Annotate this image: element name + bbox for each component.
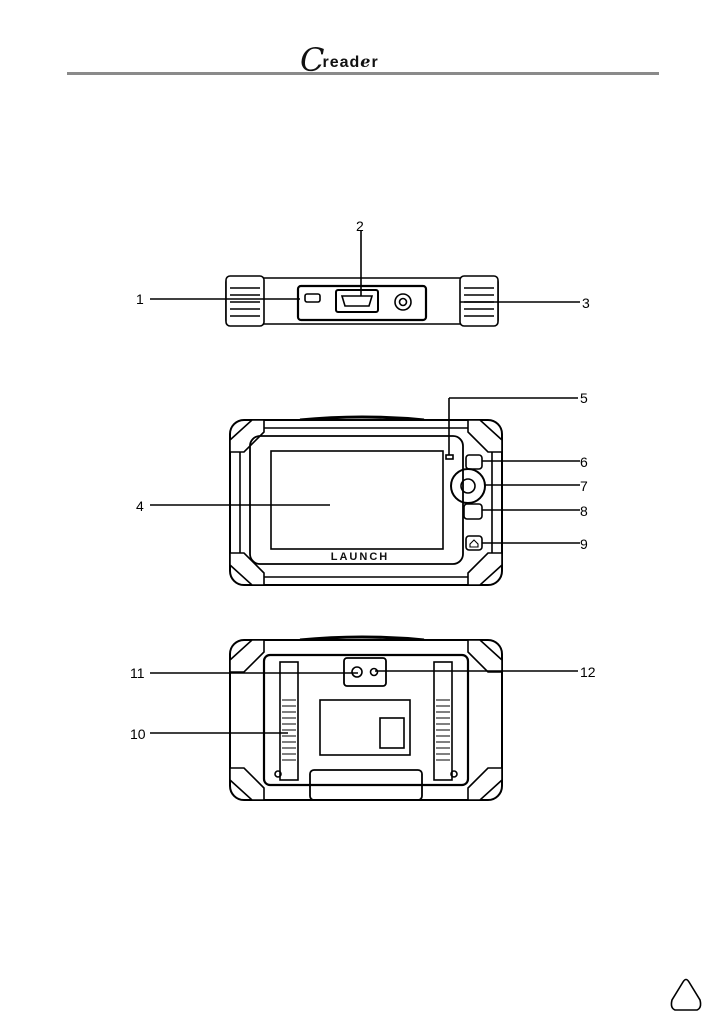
callout-9: 9: [580, 536, 588, 552]
screen-brand-logo: LAUNCH: [300, 551, 420, 563]
callout-4: 4: [136, 498, 144, 514]
callout-10: 10: [130, 726, 146, 742]
callout-5: 5: [580, 390, 588, 406]
callout-8: 8: [580, 503, 588, 519]
callout-12: 12: [580, 664, 596, 680]
top-view: [226, 276, 498, 326]
callout-6: 6: [580, 454, 588, 470]
top-right-bumper: [460, 276, 498, 326]
callout-11: 11: [130, 665, 145, 681]
callout-7: 7: [580, 478, 588, 494]
top-left-bumper: [226, 276, 264, 326]
callout-3: 3: [582, 295, 590, 311]
callout-2: 2: [356, 218, 364, 234]
page-number-badge: [671, 980, 700, 1011]
back-view: [230, 637, 502, 800]
callout-1: 1: [136, 291, 144, 307]
